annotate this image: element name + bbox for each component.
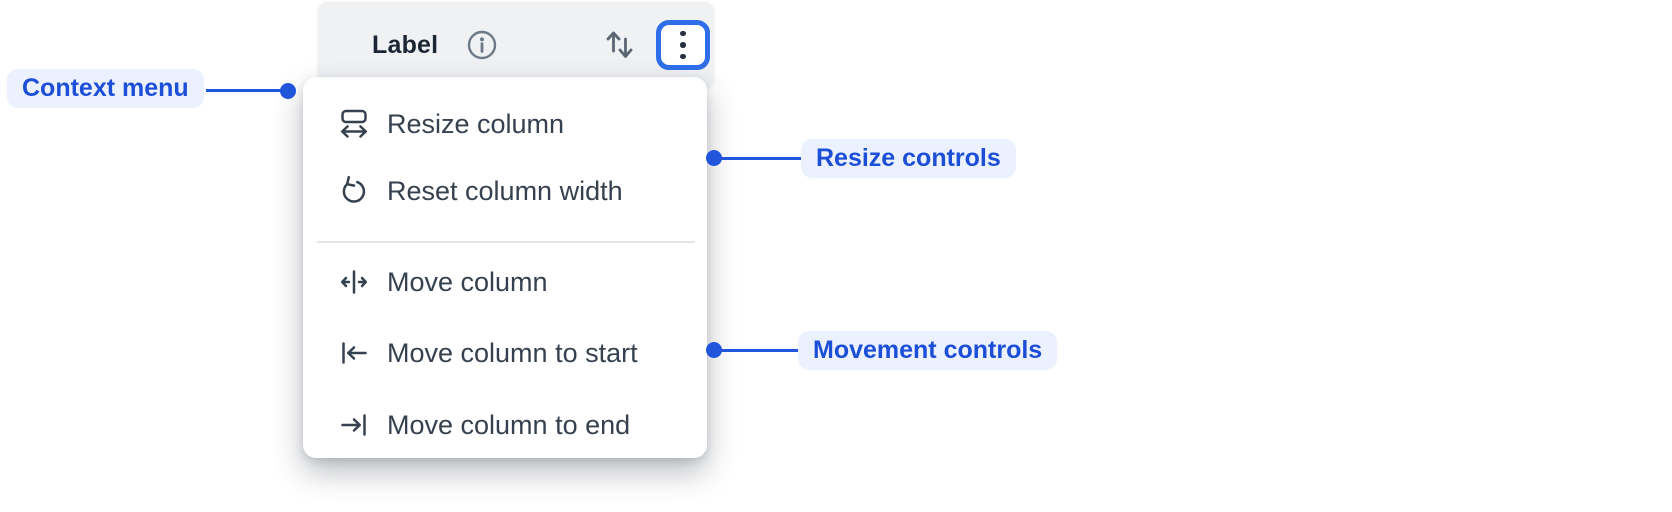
annotation-pill: Movement controls xyxy=(798,331,1058,370)
menu-item-label: Resize column xyxy=(387,108,565,139)
annotation-connector-line xyxy=(714,349,798,352)
annotation-pill: Resize controls xyxy=(801,139,1016,178)
menu-item-label: Reset column width xyxy=(387,175,623,206)
menu-item-move-column[interactable]: Move column xyxy=(303,258,707,306)
kebab-dot xyxy=(680,42,686,48)
move-to-start-icon xyxy=(342,342,367,364)
menu-item-label: Move column to start xyxy=(387,337,638,368)
annotation-pill: Context menu xyxy=(7,69,204,108)
annotation-connector-line xyxy=(206,89,288,92)
column-context-menu: Resize column Reset column width Move co… xyxy=(303,77,707,458)
sort-arrows-icon[interactable] xyxy=(604,27,636,63)
menu-item-move-column-to-start[interactable]: Move column to start xyxy=(303,329,707,377)
annotation-connector-dot xyxy=(280,83,296,99)
column-header: Label xyxy=(318,2,714,88)
resize-column-icon xyxy=(340,109,368,138)
menu-item-label: Move column xyxy=(387,266,548,297)
menu-item-reset-column-width[interactable]: Reset column width xyxy=(303,167,707,215)
kebab-dot xyxy=(680,30,686,37)
reset-width-icon xyxy=(342,175,366,203)
kebab-dot xyxy=(680,53,686,60)
annotation-connector-line xyxy=(714,157,801,160)
menu-item-resize-column[interactable]: Resize column xyxy=(303,100,707,148)
column-header-label: Label xyxy=(372,30,439,59)
info-icon[interactable] xyxy=(466,29,498,61)
move-column-icon xyxy=(340,270,368,294)
menu-divider xyxy=(317,241,695,243)
move-to-end-icon xyxy=(341,414,366,436)
menu-item-label: Move column to end xyxy=(387,409,631,440)
kebab-menu-button[interactable] xyxy=(656,20,710,70)
menu-item-move-column-to-end[interactable]: Move column to end xyxy=(303,401,707,449)
